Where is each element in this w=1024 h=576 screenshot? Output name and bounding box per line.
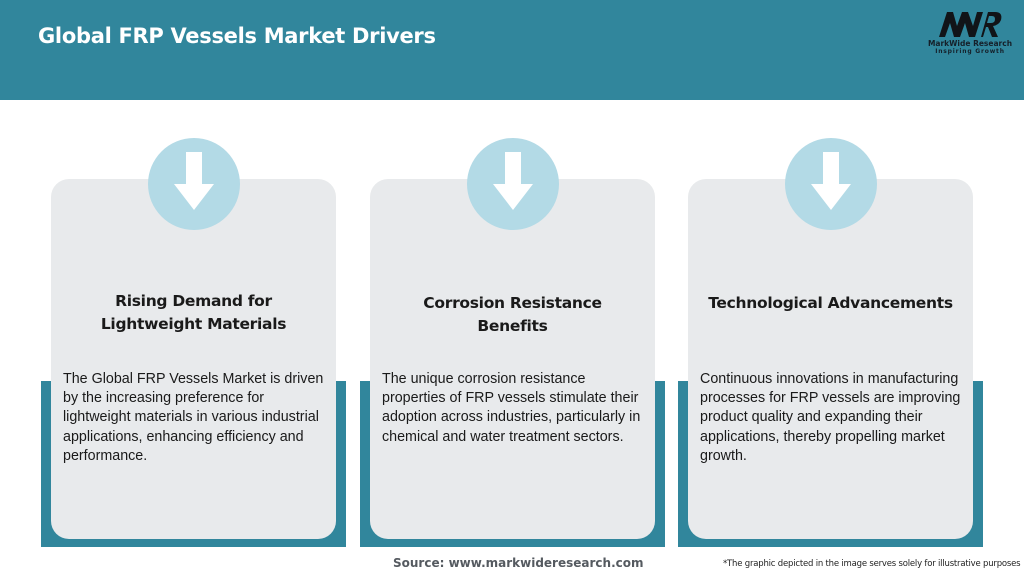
driver-card-1: Rising Demand for Lightweight Materials … — [41, 138, 346, 550]
arrow-down-icon — [492, 152, 533, 210]
markwide-logo: MarkWide Research Inspiring Growth — [922, 10, 1018, 60]
disclaimer-note: *The graphic depicted in the image serve… — [723, 559, 1021, 569]
icon-circle — [466, 138, 559, 230]
driver-card-3: Technological Advancements Continuous in… — [678, 138, 983, 550]
logo-tagline: Inspiring Growth — [935, 48, 1005, 55]
card-description: Continuous innovations in manufacturing … — [700, 371, 961, 464]
icon-circle — [147, 138, 240, 230]
card-description: The Global FRP Vessels Market is driven … — [63, 371, 324, 464]
header-banner: Global FRP Vessels Market Drivers MarkWi… — [0, 0, 1024, 100]
card-title: Corrosion Resistance Benefits — [423, 294, 602, 335]
page-title: Global FRP Vessels Market Drivers — [38, 24, 436, 48]
card-panel: Corrosion Resistance Benefits The unique… — [370, 179, 655, 539]
arrow-down-icon — [810, 152, 851, 210]
logo-name: MarkWide Research — [927, 39, 1013, 48]
card-title: Rising Demand for Lightweight Materials — [100, 292, 287, 333]
arrow-down-icon — [173, 152, 214, 210]
icon-circle — [784, 138, 877, 230]
card-panel: Technological Advancements Continuous in… — [688, 179, 973, 539]
card-title: Technological Advancements — [708, 294, 953, 312]
card-description: The unique corrosion resistance properti… — [382, 371, 641, 445]
mwr-logo-icon — [939, 12, 1002, 37]
driver-card-2: Corrosion Resistance Benefits The unique… — [360, 138, 665, 550]
source-link: Source: www.markwideresearch.com — [393, 556, 644, 570]
card-panel: Rising Demand for Lightweight Materials … — [51, 179, 336, 539]
